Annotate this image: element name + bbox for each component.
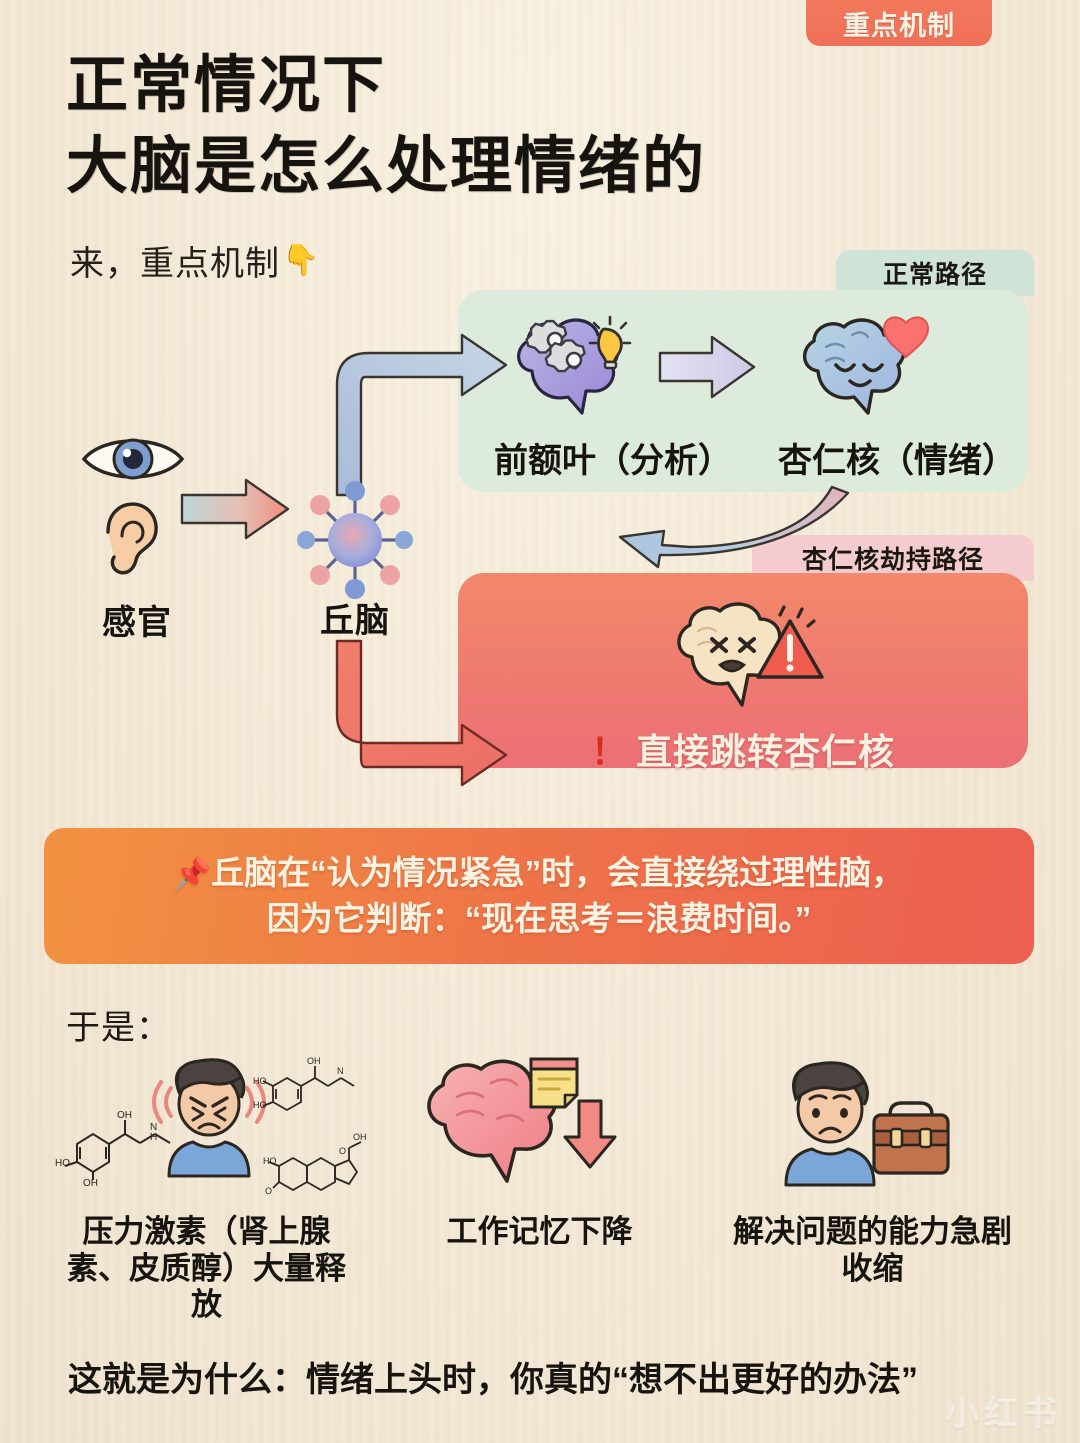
svg-text:OH: OH — [353, 1132, 367, 1142]
conclusion-text: 这就是为什么：情绪上头时，你真的“想不出更好的办法” — [68, 1361, 918, 1399]
amygdala-label: 杏仁核（情绪） — [778, 442, 1016, 480]
arrow-sense-to-thalamus — [180, 478, 290, 540]
consequence-card: OH N H HO OH — [40, 1048, 373, 1324]
consequence-card: 解决问题的能力急剧收缩 — [706, 1048, 1039, 1287]
consequences-intro: 于是： — [66, 1009, 171, 1047]
ear-icon — [106, 502, 158, 575]
brain-heart-icon — [803, 316, 930, 415]
top-badge: 重点机制 — [806, 0, 992, 46]
svg-text:OH: OH — [83, 1178, 98, 1189]
eye-icon — [81, 438, 185, 480]
thalamus-label: 丘脑 — [320, 602, 390, 640]
consequence-card: 工作记忆下降 — [373, 1048, 706, 1251]
sense-organ-group — [80, 430, 190, 580]
svg-text:OH: OH — [307, 1056, 321, 1066]
card-art — [415, 1048, 665, 1208]
flow-diagram: 正常路径 杏仁核劫持路径 — [0, 245, 1080, 820]
svg-text:HO: HO — [55, 1158, 70, 1169]
sense-label: 感官 — [102, 604, 172, 642]
page-title: 正常情况下 大脑是怎么处理情绪的 — [66, 46, 706, 207]
title-line-1: 正常情况下 — [66, 51, 387, 120]
arrow-amygdala-feedback — [618, 485, 850, 569]
svg-text:OH: OH — [117, 1110, 132, 1121]
pushpin-icon: 📌 — [173, 857, 212, 891]
brain-gears-lightbulb-icon — [517, 315, 632, 415]
worried-person-briefcase-icon — [784, 1061, 950, 1187]
card-label: 解决问题的能力急剧收缩 — [733, 1214, 1012, 1286]
svg-text:O: O — [339, 1146, 346, 1156]
card-label: 压力激素（肾上腺素、皮质醇）大量释放 — [67, 1214, 346, 1323]
card-art — [748, 1048, 998, 1208]
svg-text:H: H — [150, 1132, 157, 1143]
key-quote-banner: 📌丘脑在“认为情况紧急”时，会直接绕过理性脑， 因为它判断：“现在思考＝浪费时间… — [44, 828, 1034, 964]
watermark: 小红书 — [945, 1395, 1062, 1433]
brain-distressed-warning-icon — [677, 602, 824, 707]
thalamus-node-icon — [297, 481, 413, 599]
svg-text:N: N — [337, 1066, 344, 1076]
title-line-2: 大脑是怎么处理情绪的 — [66, 131, 707, 201]
card-art: OH N H HO OH — [47, 1048, 367, 1208]
hijack-label: 直接跳转杏仁核 — [636, 731, 896, 772]
card-label: 工作记忆下降 — [446, 1214, 633, 1249]
hijack-label-group: ！ 直接跳转杏仁核 — [458, 723, 1028, 775]
alert-mark: ！ — [590, 731, 628, 772]
prefrontal-label: 前额叶（分析） — [494, 442, 732, 480]
quote-text: 📌丘脑在“认为情况紧急”时，会直接绕过理性脑， 因为它判断：“现在思考＝浪费时间… — [174, 850, 904, 942]
brain-note-down-arrow-icon — [426, 1057, 616, 1183]
svg-text:O: O — [265, 1186, 272, 1196]
arrow-prefrontal-to-amygdala — [658, 335, 756, 399]
quote-line-1: 丘脑在“认为情况紧急”时，会直接绕过理性脑， — [211, 853, 905, 891]
quote-line-2: 因为它判断：“现在思考＝浪费时间。” — [266, 900, 812, 937]
consequence-cards: OH N H HO OH — [40, 1048, 1040, 1322]
angry-person-hormone-molecules-icon: OH N H HO OH — [55, 1056, 367, 1196]
